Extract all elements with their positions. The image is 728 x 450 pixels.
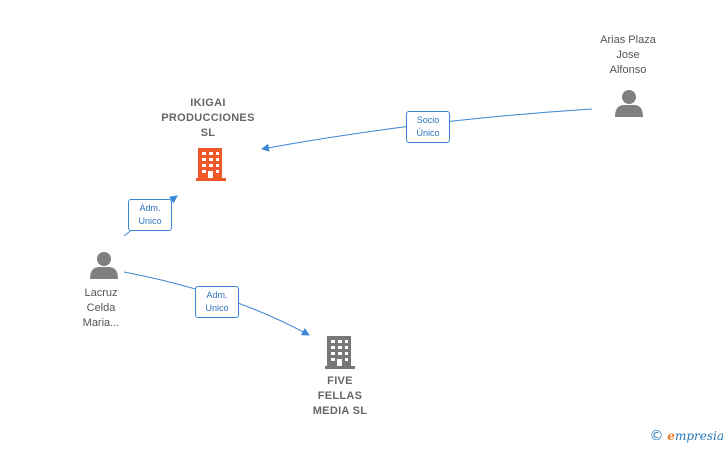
person-icon[interactable]: [615, 90, 643, 117]
node-label-five-fellas[interactable]: FIVE FELLAS MEDIA SL: [312, 375, 368, 417]
edge-label-adm-unico-ikigai: Adm. Unico: [128, 199, 172, 231]
building-icon[interactable]: [325, 336, 355, 369]
edge-label-socio-unico: Socio Único: [406, 111, 450, 143]
building-icon[interactable]: [196, 148, 226, 181]
person-icon[interactable]: [90, 252, 118, 279]
brand-name: mpresia: [674, 429, 724, 443]
brand-initial: e: [667, 429, 675, 443]
copyright-icon: ©: [649, 428, 664, 444]
node-label-lacruz[interactable]: Lacruz Celda Maria...: [82, 287, 120, 329]
node-label-ikigai[interactable]: IKIGAI PRODUCCIONES SL: [161, 97, 255, 139]
node-label-arias[interactable]: Arias Plaza Jose Alfonso: [600, 34, 656, 76]
empresia-watermark: © empresia: [649, 428, 724, 444]
edge-label-adm-unico-five-fellas: Adm. Unico: [195, 286, 239, 318]
